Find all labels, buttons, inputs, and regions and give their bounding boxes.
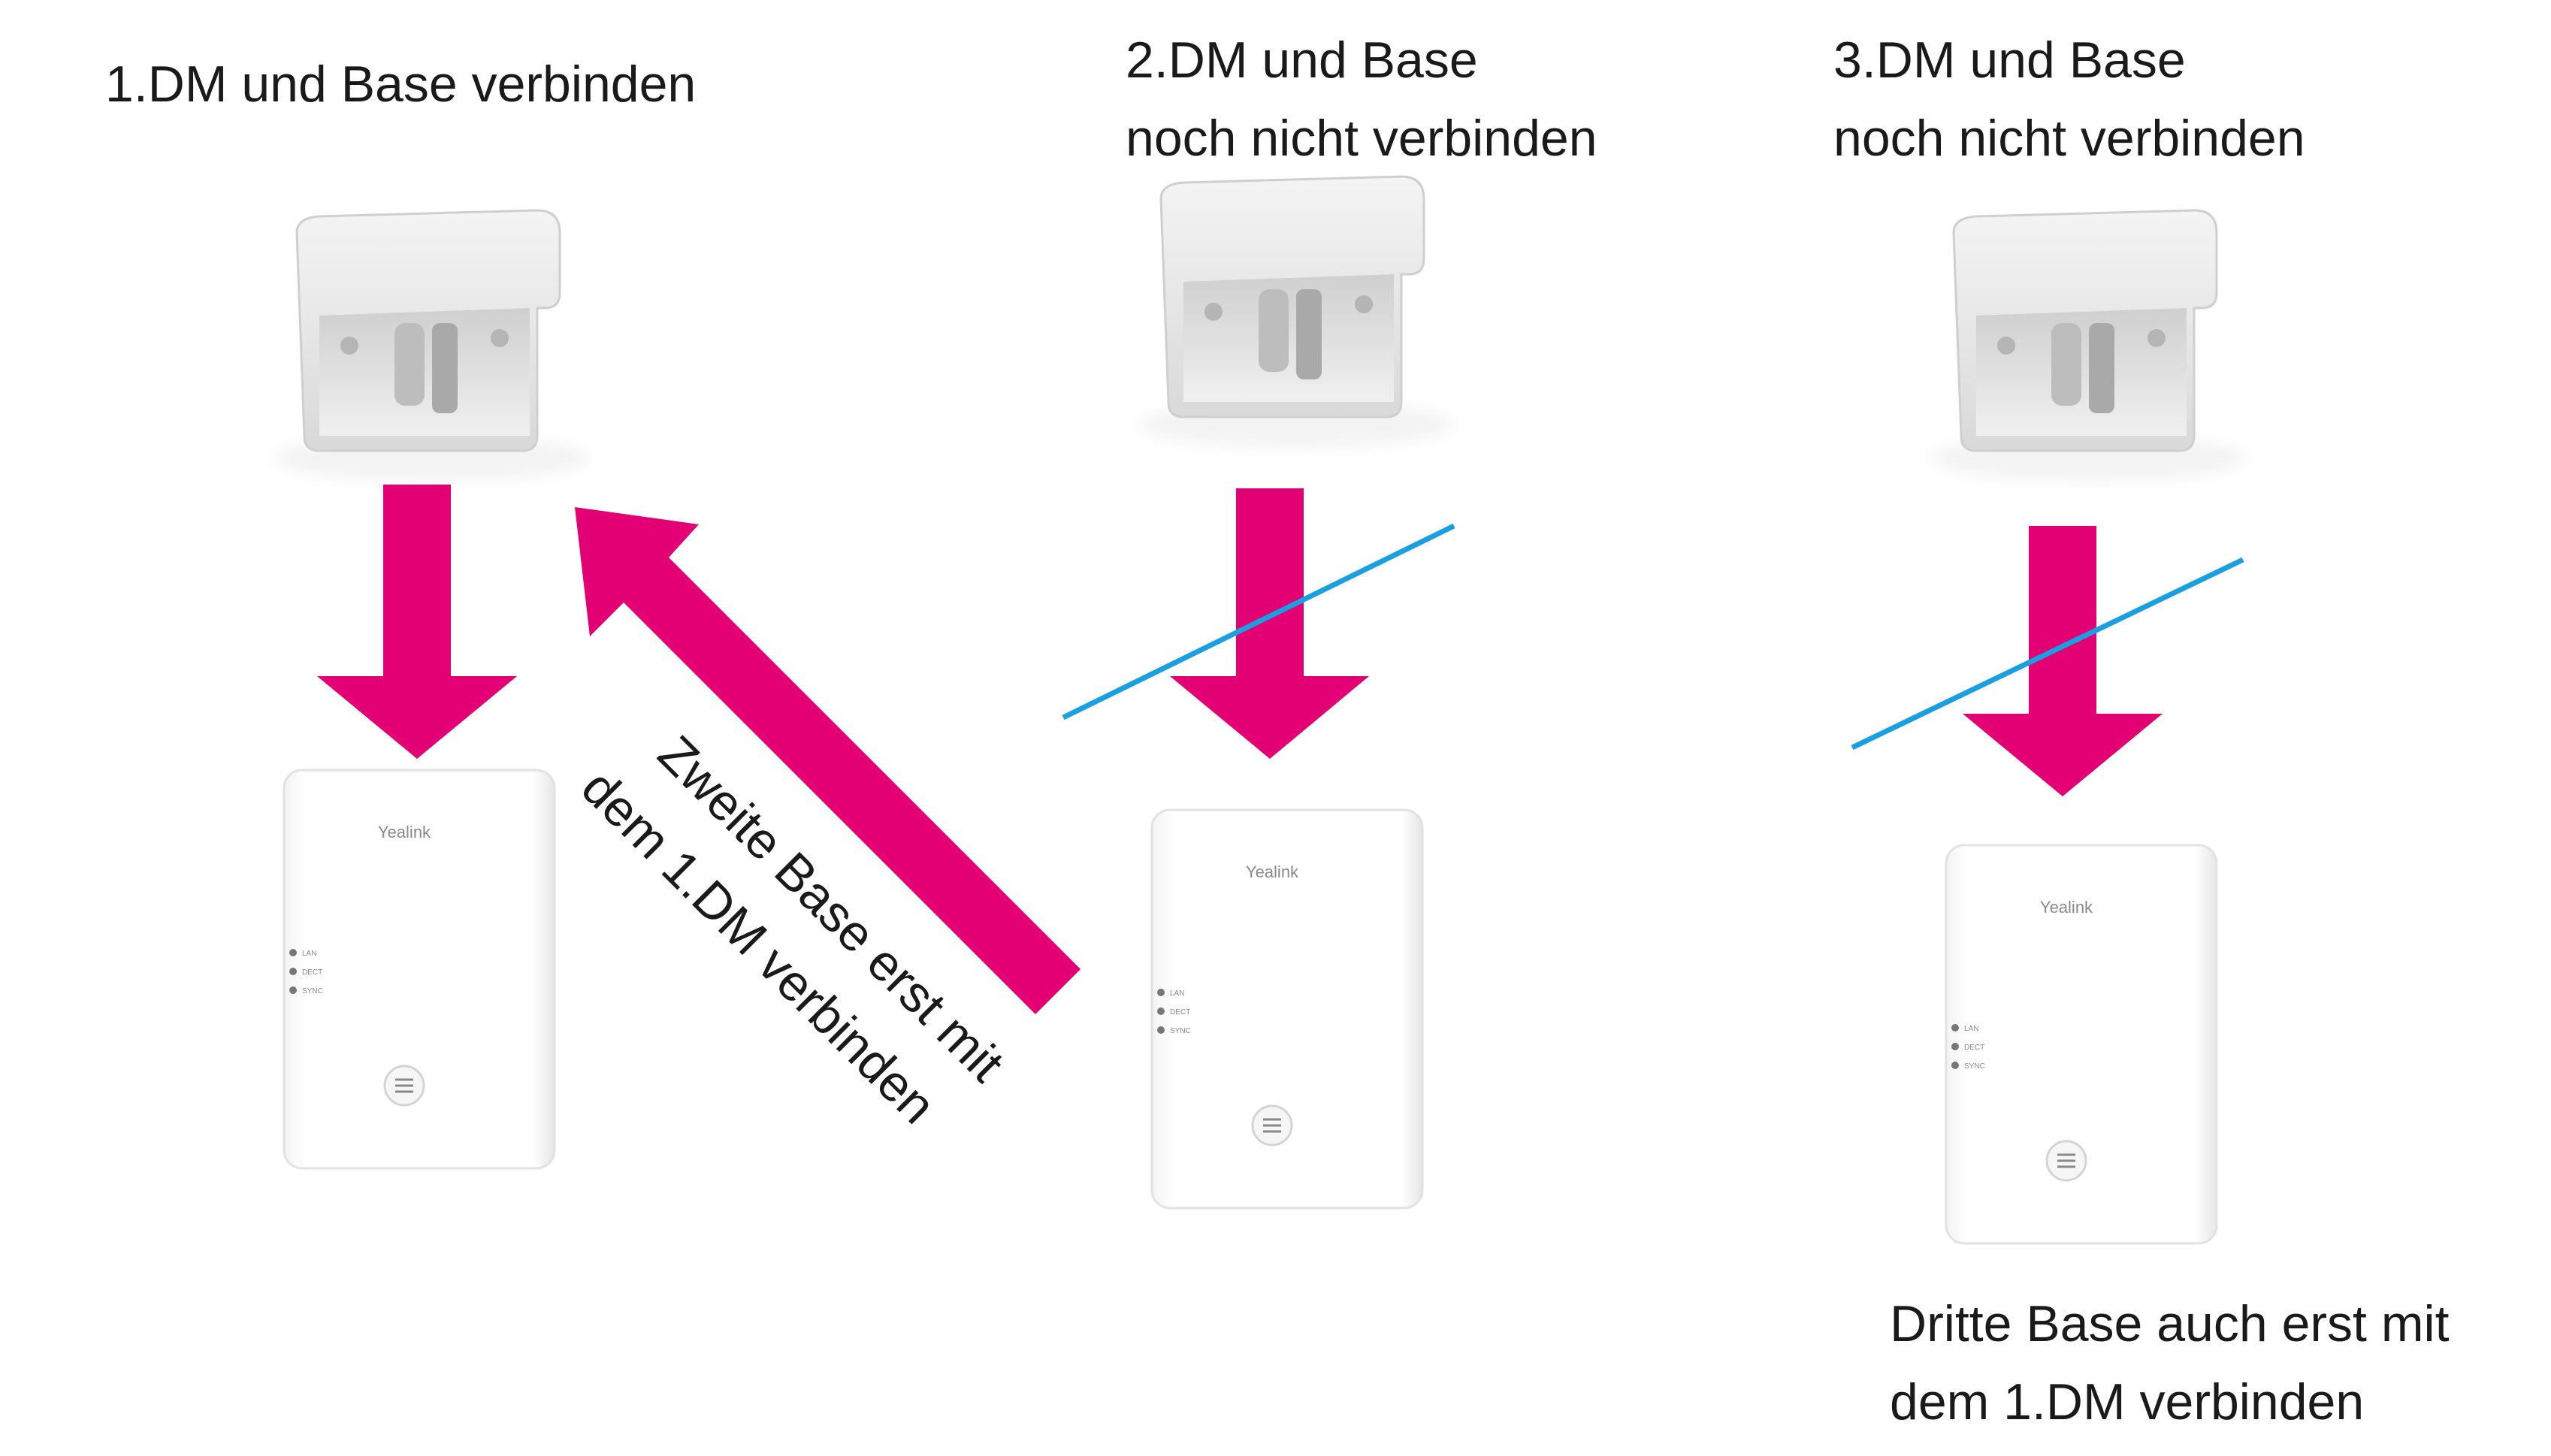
base-station-2-brand: Yealink [1246, 862, 1299, 881]
label-column-1-line-1: 1.DM und Base verbinden [105, 56, 697, 113]
base-station-3-brand: Yealink [2040, 898, 2093, 917]
base-station-1-led-2: DECT [302, 968, 322, 977]
bottom-note-line-1: Dritte Base auch erst mit [1890, 1295, 2450, 1352]
strike-line-3 [1851, 557, 2244, 751]
label-column-3-line-2: noch nicht verbinden [1833, 110, 2305, 167]
dm-mount-2 [1138, 175, 1454, 447]
label-column-2-line-2: noch nicht verbinden [1126, 110, 1597, 167]
label-column-1: 1.DM und Base verbinden [105, 45, 696, 123]
label-column-3: 3.DM und Base noch nicht verbinden [1833, 21, 2305, 177]
base-station-3-led-2: DECT [1964, 1044, 1984, 1052]
base-station-1: Yealink LAN DECT SYNC [283, 769, 556, 1170]
arrow-down-2 [1170, 488, 1369, 759]
strike-line-2 [1062, 523, 1455, 720]
label-column-2-line-1: 2.DM und Base [1126, 32, 1478, 89]
label-column-2: 2.DM und Base noch nicht verbinden [1126, 21, 1597, 177]
label-column-3-line-1: 3.DM und Base [1833, 32, 2186, 89]
dm-mount-1 [274, 209, 590, 481]
bottom-note: Dritte Base auch erst mit dem 1.DM verbi… [1890, 1285, 2449, 1441]
bottom-note-line-2: dem 1.DM verbinden [1890, 1373, 2365, 1430]
arrow-down-1 [317, 485, 517, 759]
arrow-down-3 [1963, 526, 2163, 796]
base-station-3-led-1: LAN [1964, 1025, 1978, 1033]
base-station-2-led-3: SYNC [1170, 1027, 1191, 1035]
base-station-2-led-1: LAN [1170, 989, 1184, 998]
base-station-1-led-3: SYNC [302, 987, 323, 995]
base-station-2: Yealink LAN DECT SYNC [1150, 808, 1424, 1210]
base-station-3: Yealink LAN DECT SYNC [1945, 844, 2218, 1245]
base-station-1-brand: Yealink [378, 823, 431, 841]
base-station-2-led-2: DECT [1170, 1008, 1190, 1016]
dm-mount-3 [1931, 209, 2247, 481]
base-station-1-led-1: LAN [302, 950, 316, 958]
arrow-diagonal-back [575, 507, 1081, 1014]
base-station-3-led-3: SYNC [1964, 1062, 1985, 1071]
